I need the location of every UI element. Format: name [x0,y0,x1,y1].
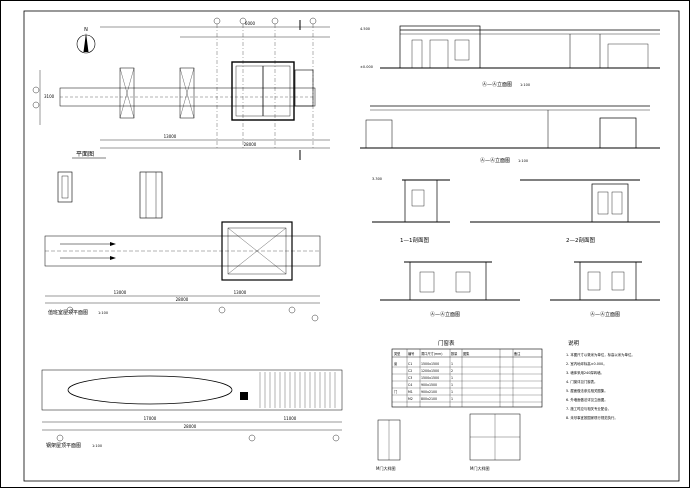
plan-dim-height: 3100 [44,94,55,99]
elevation-1: 4.500 ±0.000 Ⓐ—Ⓐ立面图 1:100 [360,25,660,88]
elev1-level: ±0.000 [360,65,373,69]
elevation-3: Ⓐ—Ⓐ立面图 [380,261,520,318]
table-cell: 900x2100 [421,390,437,394]
plan-top-dim: 6000 [245,21,256,26]
table-cell: 900x1500 [421,383,437,387]
north-letter: N [84,27,88,33]
table-cell: 1500x1500 [421,376,439,380]
table-cell: C3 [408,376,412,380]
elev1-scale: 1:100 [520,83,530,87]
plan-dim-left: 13000 [164,134,177,139]
table-cell: 窗 [394,361,397,366]
table-cell: C1 [408,362,412,366]
elev1-height: 4.500 [360,27,370,31]
table-cell: 1 [451,397,453,401]
inner-frame [23,10,680,482]
note-line: 6. 外墙面做法详见立面图。 [566,397,608,402]
table-cell: 1 [451,390,453,394]
canopy-roof-title: 值班室屋顶平面图 [48,309,88,316]
table-title: 门窗表 [438,339,455,347]
canopy-dim-right: 13000 [234,290,247,295]
section-1: 3.300 1—1剖面图 [372,177,450,244]
table-cell: M1 [408,390,413,394]
steel-scale: 1:100 [92,444,102,448]
canopy-scale: 1:100 [98,311,108,315]
north-arrow-icon: N [76,27,96,54]
th-remark: 备注 [514,351,521,356]
note-line: 7. 施工时应与相关专业配合。 [566,406,611,411]
steel-dim-total: 28000 [184,424,197,429]
plan-dim-total: 28000 [244,142,257,147]
door-detail2-title: M门大样图 [470,465,489,471]
note-line: 1. 本图尺寸以毫米为单位，标高以米为单位。 [566,352,635,357]
table-cell: 门 [394,389,397,394]
table-cell: C4 [408,383,412,387]
th-qty: 数量 [451,351,458,356]
note-line: 4. 门窗详见门窗表。 [566,379,597,384]
elevation-2: Ⓐ—Ⓐ立面图 1:100 [360,105,660,164]
table-cell: 2 [451,369,453,373]
canopy-dim-total: 28000 [176,297,189,302]
note-line: 3. 墙体采用240厚砖墙。 [566,370,604,375]
note-line: 5. 屋面做法参见相关图集。 [566,388,608,393]
th-size: 洞口尺寸(mm) [421,351,442,356]
note-line: 8. 未尽事宜按国家现行规范执行。 [566,415,618,420]
table-cell: 1 [451,383,453,387]
column-detail [57,171,163,219]
elev2-scale: 1:100 [518,159,528,163]
section-2: 2—2剖面图 [470,179,660,244]
th-type: 类型 [394,351,401,356]
sec1-height: 3.300 [372,177,382,181]
plan-title: 平面图 [76,151,94,158]
door-detail1-title: M门大样图 [376,465,395,471]
section2-title: 2—2剖面图 [566,236,595,244]
canopy-dim-left: 13000 [114,290,127,295]
canopy-roof-plan: 13000 13000 28000 值班室屋顶平面图 1:100 [44,221,321,322]
table-cell: 1200x1500 [421,369,439,373]
table-cell: 800x2100 [421,397,437,401]
table-cell: 1 [451,376,453,380]
notes-title: 说明 [568,339,580,347]
notes-block: 说明 1. 本图尺寸以毫米为单位，标高以米为单位。 2. 室内地坪标高±0.000… [566,339,635,420]
elev3-title: Ⓐ—Ⓐ立面图 [430,311,460,318]
plan-view: N 6000 13000 28000 [32,17,330,160]
th-code: 编号 [408,351,414,356]
elev1-title: Ⓐ—Ⓐ立面图 [482,81,512,88]
elev2-title: Ⓐ—Ⓐ立面图 [480,157,510,164]
table-cell: 1500x1500 [421,362,439,366]
steel-dim-right: 11000 [284,416,297,421]
th-atlas: 图集 [463,351,470,356]
steel-dim-left: 17000 [144,416,157,421]
steel-roof-plan: 17000 11000 28000 钢架屋顶平面图 1:100 [41,369,343,449]
steel-roof-title: 钢架屋顶平面图 [46,442,81,449]
table-cell: M2 [408,397,413,401]
section1-title: 1—1剖面图 [400,236,429,244]
elev4-title: Ⓐ—Ⓐ立面图 [590,311,620,318]
table-cell: 1 [451,362,453,366]
note-line: 2. 室内地坪标高±0.000。 [566,361,607,366]
elevation-4: Ⓐ—Ⓐ立面图 [550,261,660,318]
table-cell: C2 [408,369,412,373]
